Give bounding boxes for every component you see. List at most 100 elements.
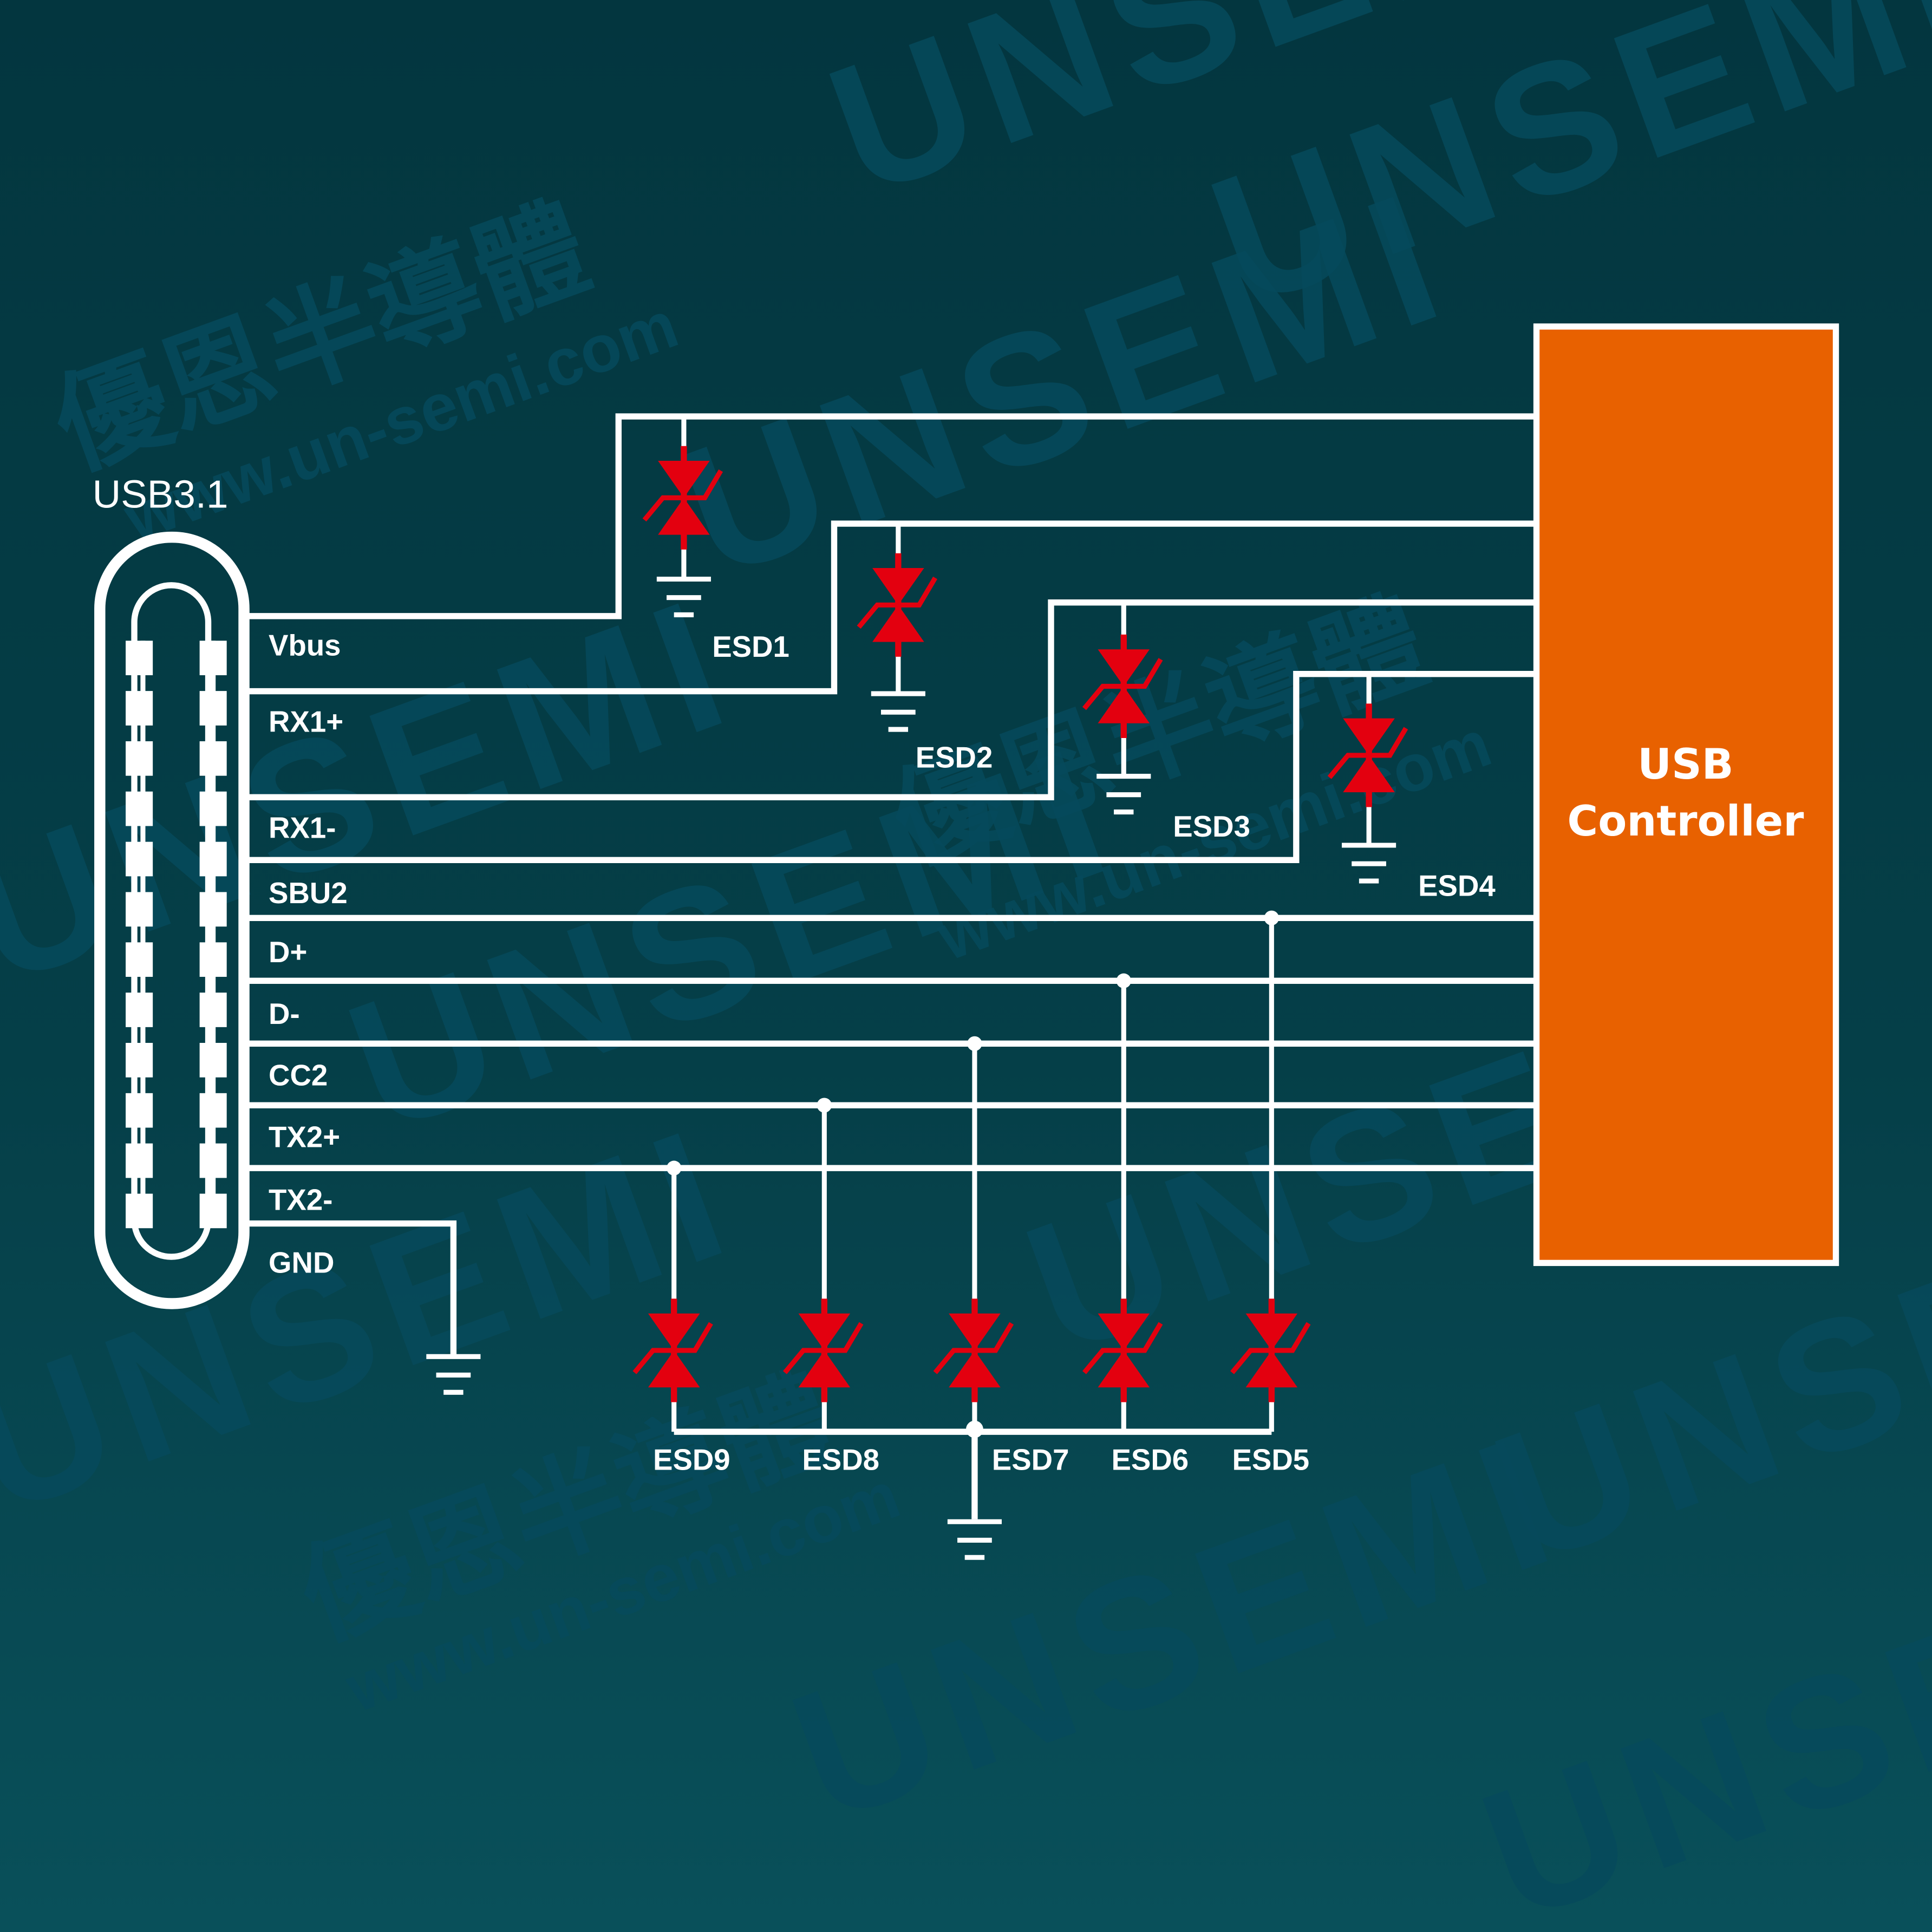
- esd-label-5: ESD5: [1232, 1444, 1310, 1477]
- watermark-brand: UNSEMI: [657, 151, 1473, 616]
- tvs-diode-icon: [798, 1350, 851, 1388]
- connector-pad: [126, 892, 153, 927]
- connector-pad: [199, 641, 227, 675]
- pin-label-rx1n: RX1-: [269, 811, 336, 844]
- tvs-zener-bar: [642, 469, 723, 522]
- esd-label-1: ESD1: [712, 630, 789, 663]
- connector-pad: [199, 942, 227, 977]
- controller-label-line1: USB: [1637, 740, 1734, 789]
- connector-title: USB3.1: [93, 473, 229, 517]
- esd-1: [642, 416, 723, 618]
- connector-pad: [199, 1042, 227, 1078]
- pin-label-rx1p: RX1+: [269, 706, 343, 739]
- tvs-diode-icon: [872, 605, 924, 642]
- wire-rx1p: [249, 520, 1535, 695]
- connector-pad: [126, 942, 153, 977]
- connector-pad: [199, 741, 227, 776]
- tvs-diode-icon: [658, 461, 710, 498]
- tvs-zener-bar: [1230, 1322, 1311, 1374]
- esd-8: [783, 1098, 864, 1432]
- tvs-diode-icon: [1098, 649, 1150, 687]
- tvs-diode-icon: [1098, 686, 1150, 723]
- connector-pads: [126, 641, 227, 1229]
- wire-vbus: [249, 413, 1535, 619]
- controller-label-line2: Controller: [1567, 797, 1804, 846]
- tvs-diode-icon: [648, 1350, 700, 1388]
- pin-label-dp: D+: [269, 936, 307, 969]
- tvs-diode-icon: [798, 1313, 851, 1350]
- connector-pad: [126, 1143, 153, 1178]
- esd-3: [1082, 602, 1163, 815]
- tvs-zener-bar: [1327, 727, 1408, 779]
- tvs-diode-icon: [872, 568, 924, 605]
- pin-label-tx2p: TX2+: [269, 1120, 340, 1153]
- esd-label-4: ESD4: [1418, 869, 1496, 902]
- esd-6: [1082, 973, 1163, 1432]
- junction-dot: [966, 1420, 983, 1438]
- esd-label-3: ESD3: [1173, 810, 1250, 843]
- esd-7: [933, 1036, 1014, 1432]
- tvs-zener-bar: [857, 576, 938, 629]
- tvs-zener-bar: [783, 1322, 864, 1374]
- esd-4: [1327, 674, 1408, 884]
- esd-5: [1230, 910, 1311, 1432]
- tvs-diode-icon: [1098, 1350, 1150, 1388]
- tvs-diode-icon: [658, 498, 710, 535]
- connector-outer-shell: [94, 531, 250, 1309]
- esd-2: [857, 524, 938, 732]
- tvs-diode-icon: [1343, 718, 1395, 755]
- connector-pad: [199, 892, 227, 927]
- connector-pad: [199, 1093, 227, 1128]
- connector-pad: [126, 1193, 153, 1229]
- usb-controller: USB Controller: [1533, 323, 1839, 1267]
- esd-label-7: ESD7: [992, 1444, 1069, 1477]
- pin-label-vbus: Vbus: [269, 629, 341, 662]
- connector-pad: [126, 993, 153, 1027]
- junction-dot: [967, 1036, 982, 1052]
- tvs-zener-bar: [933, 1322, 1014, 1374]
- esd-label-2: ESD2: [916, 741, 993, 774]
- connector-pad: [199, 791, 227, 826]
- esd-labels: ESD1 ESD2 ESD3 ESD4 ESD9 ESD8 ESD7 ESD6 …: [653, 630, 1496, 1477]
- tvs-zener-bar: [1082, 1322, 1163, 1374]
- connector-pad: [126, 1042, 153, 1078]
- tvs-diode-icon: [1343, 755, 1395, 793]
- tvs-diodes: [426, 416, 1408, 1560]
- connector-pad: [199, 1143, 227, 1178]
- bottom-ground: [947, 1519, 1002, 1560]
- pin-labels: Vbus RX1+ RX1- SBU2 D+ D- CC2 TX2+ TX2- …: [269, 629, 348, 1280]
- tvs-diode-icon: [1245, 1313, 1298, 1350]
- junction-dot: [1116, 973, 1131, 988]
- wire-sbu2: [249, 671, 1535, 863]
- signal-wires: [249, 413, 1535, 1519]
- esd-label-6: ESD6: [1112, 1444, 1189, 1477]
- esd-label-9: ESD9: [653, 1444, 730, 1477]
- pin-label-dn: D-: [269, 997, 300, 1030]
- connector-pad: [126, 1093, 153, 1128]
- wire-rx1n: [249, 599, 1535, 800]
- connector-pad: [126, 841, 153, 877]
- tvs-diode-icon: [1245, 1350, 1298, 1388]
- connector-pad: [126, 691, 153, 726]
- esd-9: [632, 1160, 713, 1432]
- connector-pad: [199, 993, 227, 1027]
- tvs-diode-icon: [648, 1313, 700, 1350]
- esd-label-8: ESD8: [802, 1444, 879, 1477]
- junction-dot: [667, 1160, 682, 1176]
- pin-label-cc2: CC2: [269, 1059, 328, 1092]
- connector-pad: [126, 791, 153, 826]
- connector-pad: [126, 641, 153, 675]
- connector-pad: [199, 1193, 227, 1229]
- connector-pad: [199, 691, 227, 726]
- tvs-zener-bar: [632, 1322, 713, 1374]
- pin-label-gnd: GND: [269, 1246, 334, 1280]
- wire-gnd: [249, 1220, 457, 1356]
- pin-label-sbu2: SBU2: [269, 877, 348, 910]
- usb-controller-box: [1533, 323, 1839, 1267]
- tvs-diode-icon: [1098, 1313, 1150, 1350]
- tvs-zener-bar: [1082, 658, 1163, 710]
- usb-c-connector: USB3.1: [93, 473, 250, 1309]
- connector-ground: [426, 1354, 481, 1395]
